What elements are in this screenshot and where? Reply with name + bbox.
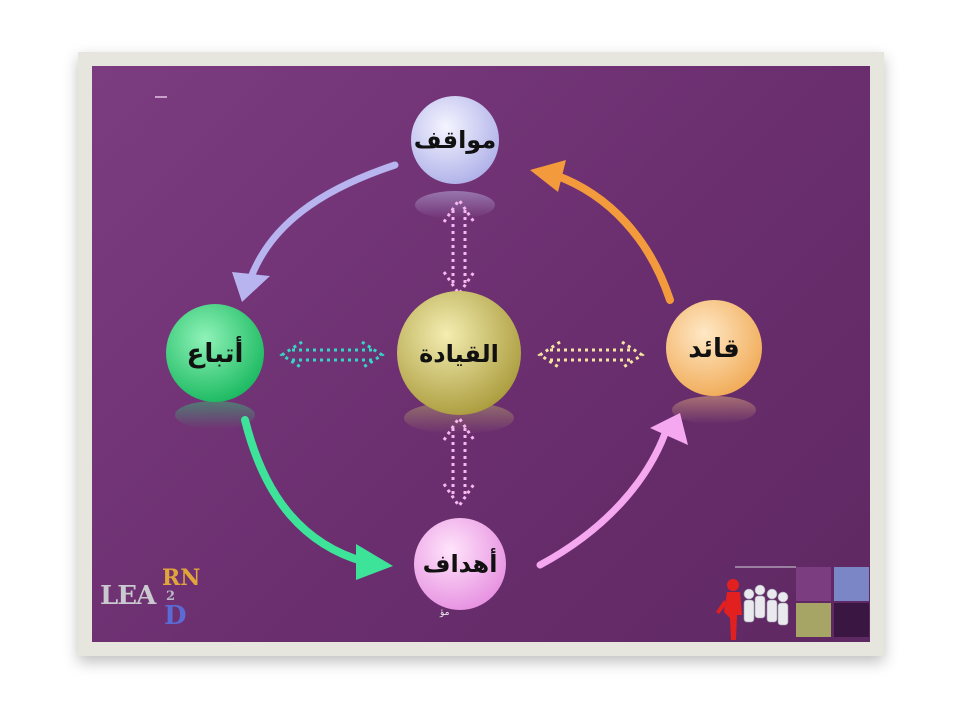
node-atbaa: أتباع — [166, 304, 264, 402]
node-mawaqif-label: مواقف — [414, 126, 496, 154]
learn2-logo: LEA RN 2 D — [100, 565, 230, 635]
right-node-reflection — [672, 396, 756, 424]
arrow-top-to-left — [232, 161, 399, 302]
arrow-left-to-bottom — [241, 416, 393, 580]
node-mawaqif: مواقف — [411, 96, 499, 184]
top-node-reflection — [415, 191, 495, 219]
dotted-arrow-left — [279, 340, 385, 370]
logo-two-text: 2 — [166, 589, 176, 604]
node-qiyada-label: القيادة — [419, 340, 499, 368]
node-qiyada: القيادة — [397, 291, 521, 415]
people-tiles-image — [716, 566, 869, 640]
center-node-reflection — [404, 402, 514, 434]
node-qaed: قائد — [666, 300, 762, 396]
arrow-bottom-to-right — [536, 413, 688, 569]
node-ahdaf-label: أهداف — [423, 548, 498, 578]
dotted-arrow-bottom — [442, 415, 476, 509]
node-ahdaf: أهداف — [414, 518, 506, 610]
arrow-right-to-top — [530, 160, 674, 304]
dotted-arrow-right — [537, 340, 645, 370]
node-atbaa-label: أتباع — [187, 336, 244, 369]
slide-dash-mark — [155, 96, 167, 98]
bottom-caption: مؤ — [440, 608, 450, 618]
logo-rn-text: RN — [162, 565, 201, 591]
logo-d-text: D — [164, 601, 187, 631]
left-node-reflection — [175, 401, 255, 429]
logo-lea-text: LEA — [100, 581, 156, 611]
dotted-arrow-top — [442, 197, 476, 297]
node-qaed-label: قائد — [688, 334, 740, 364]
